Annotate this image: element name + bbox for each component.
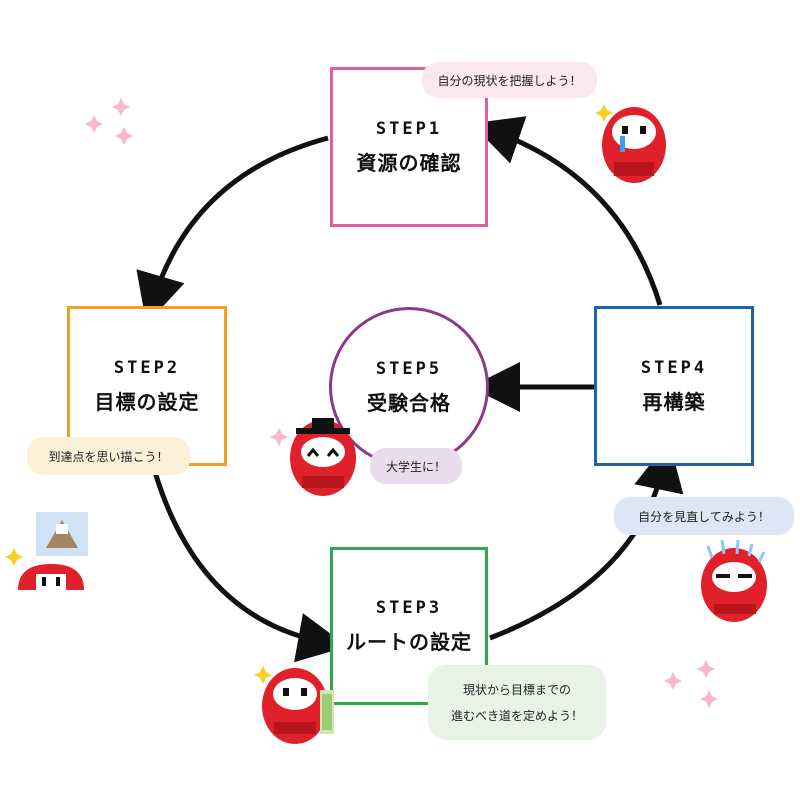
step1-title: 資源の確認	[356, 150, 462, 175]
step3-bubble: 現状から目標までの 進むべき道を定めよう！	[428, 665, 606, 740]
step2-bubble: 到達点を思い描こう！	[27, 437, 190, 475]
step3-box: STEP3 ルートの設定	[330, 547, 488, 705]
sparkle-icon	[270, 428, 288, 446]
daruma-graduate-icon	[290, 418, 356, 496]
sparkle-icon	[85, 115, 103, 133]
step3-title: ルートの設定	[346, 629, 472, 654]
daruma-frustrated-icon	[701, 539, 767, 622]
step2-title: 目標の設定	[94, 389, 200, 414]
step4-box: STEP4 再構築	[594, 306, 754, 466]
arrow-step2-to-step3	[152, 471, 348, 663]
step4-label: STEP4	[640, 357, 708, 378]
arrow-step3-to-step4	[489, 440, 684, 641]
sparkle-icon	[112, 98, 130, 116]
sparkle-icon	[115, 127, 133, 145]
step4-bubble: 自分を見直してみよう！	[614, 497, 794, 535]
step3-label: STEP3	[375, 597, 443, 618]
step5-bubble: 大学生に！	[370, 448, 462, 484]
step1-label: STEP1	[375, 118, 443, 139]
arrow-step1-to-step2	[136, 135, 329, 325]
step1-box: STEP1 資源の確認	[330, 67, 488, 227]
daruma-book-icon	[254, 666, 334, 744]
step4-title: 再構築	[642, 389, 706, 414]
sparkle-icon	[697, 660, 715, 678]
step3-bubble-line2: 進むべき道を定めよう！	[450, 708, 583, 723]
sparkle-icon	[664, 672, 682, 690]
daruma-crying-icon	[595, 104, 666, 183]
step5-title: 受験合格	[367, 390, 451, 415]
step1-bubble: 自分の現状を把握しよう！	[422, 62, 597, 98]
sparkle-icon	[700, 690, 718, 708]
step5-label: STEP5	[375, 358, 443, 379]
step3-bubble-line1: 現状から目標までの	[462, 682, 571, 697]
daruma-thinking-icon	[5, 512, 88, 590]
arrow-step4-to-step1	[471, 116, 663, 306]
step2-label: STEP2	[113, 357, 181, 378]
